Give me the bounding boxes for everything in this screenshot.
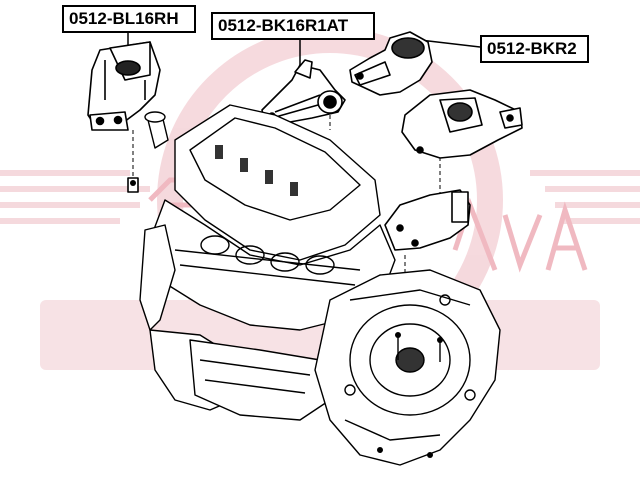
part-label-bkr2: 0512-BKR2: [480, 35, 589, 63]
mount-bkr2-upper-drawing: [349, 31, 433, 96]
engine-block-drawing: [130, 104, 501, 466]
part-label-bl16rh: 0512-BL16RH: [62, 5, 196, 33]
mount-bl16rh-drawing: [87, 41, 161, 193]
mount-bkr2-lower-drawing: [384, 89, 523, 251]
part-label-bk16r1at: 0512-BK16R1AT: [211, 12, 375, 40]
